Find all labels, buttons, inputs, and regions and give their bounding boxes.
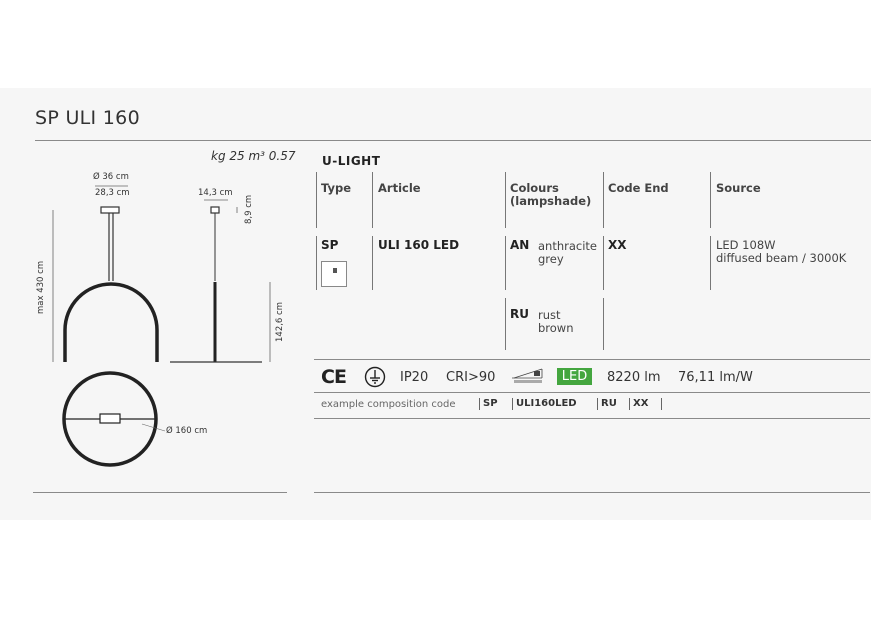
specs-rule xyxy=(314,392,870,393)
lumen-output: 8220 lm xyxy=(607,370,661,385)
composition-rule xyxy=(314,418,870,419)
led-badge: LED xyxy=(557,368,592,385)
col-divider xyxy=(505,298,506,350)
composition-part-article: ULI160LED xyxy=(516,398,577,409)
col-divider xyxy=(603,172,604,228)
header-source: Source xyxy=(716,181,761,195)
earth-ground-icon xyxy=(364,366,386,388)
cell-type: SP xyxy=(321,238,339,252)
colour-name-an-2: grey xyxy=(538,252,564,266)
col-divider xyxy=(710,172,711,228)
col-divider xyxy=(372,236,373,290)
dim-canopy-width: 28,3 cm xyxy=(95,188,130,198)
composition-part-type: SP xyxy=(483,398,498,409)
col-divider xyxy=(603,298,604,350)
pendant-type-icon xyxy=(321,261,347,287)
cri-rating: CRI>90 xyxy=(446,370,496,385)
product-title: SP ULI 160 xyxy=(35,107,140,129)
table-end-rule xyxy=(314,492,870,493)
cell-code-end: XX xyxy=(608,238,627,252)
cell-article: ULI 160 LED xyxy=(378,238,460,252)
col-divider xyxy=(505,172,506,228)
weight-label: kg 25 m³ 0.57 xyxy=(211,149,296,163)
composition-part-colour: RU xyxy=(601,398,617,409)
header-type: Type xyxy=(321,181,352,195)
dim-canopy-diameter: Ø 36 cm xyxy=(93,172,129,182)
front-view xyxy=(52,185,159,362)
side-view xyxy=(170,199,271,363)
luminous-efficacy: 76,11 lm/W xyxy=(678,370,753,385)
header-code-end: Code End xyxy=(608,181,669,195)
col-divider xyxy=(505,236,506,290)
composition-separator xyxy=(512,398,513,410)
col-divider xyxy=(316,236,317,290)
title-divider xyxy=(35,140,871,141)
composition-separator xyxy=(661,398,662,410)
colour-name-ru: rust xyxy=(538,308,561,322)
source-line-2: diffused beam / 3000K xyxy=(716,251,847,265)
dim-diameter: Ø 160 cm xyxy=(166,426,208,436)
product-family: U-LIGHT xyxy=(322,154,381,168)
header-colours: Colours xyxy=(510,181,559,195)
composition-part-code-end: XX xyxy=(633,398,649,409)
header-article: Article xyxy=(378,181,421,195)
source-line-1: LED 108W xyxy=(716,238,776,252)
col-divider xyxy=(316,172,317,228)
header-colours-sub: (lampshade) xyxy=(510,194,592,208)
lamp-technical-drawing xyxy=(52,185,271,467)
colour-code-ru: RU xyxy=(510,307,529,321)
col-divider xyxy=(372,172,373,228)
composition-separator xyxy=(629,398,630,410)
composition-label: example composition code xyxy=(321,399,456,410)
composition-separator xyxy=(479,398,480,410)
ce-mark: CE xyxy=(321,366,347,388)
table-bottom-rule xyxy=(314,359,870,360)
top-view xyxy=(62,371,166,467)
dim-side-width: 14,3 cm xyxy=(198,188,233,198)
colour-name-ru-2: brown xyxy=(538,321,574,335)
composition-separator xyxy=(597,398,598,410)
energy-class-icon xyxy=(512,368,543,383)
colour-name-an: anthracite xyxy=(538,239,598,253)
drawing-bottom-rule xyxy=(33,492,287,493)
colour-code-an: AN xyxy=(510,238,530,252)
col-divider xyxy=(603,236,604,290)
col-divider xyxy=(710,236,711,290)
ip-rating: IP20 xyxy=(400,370,429,385)
